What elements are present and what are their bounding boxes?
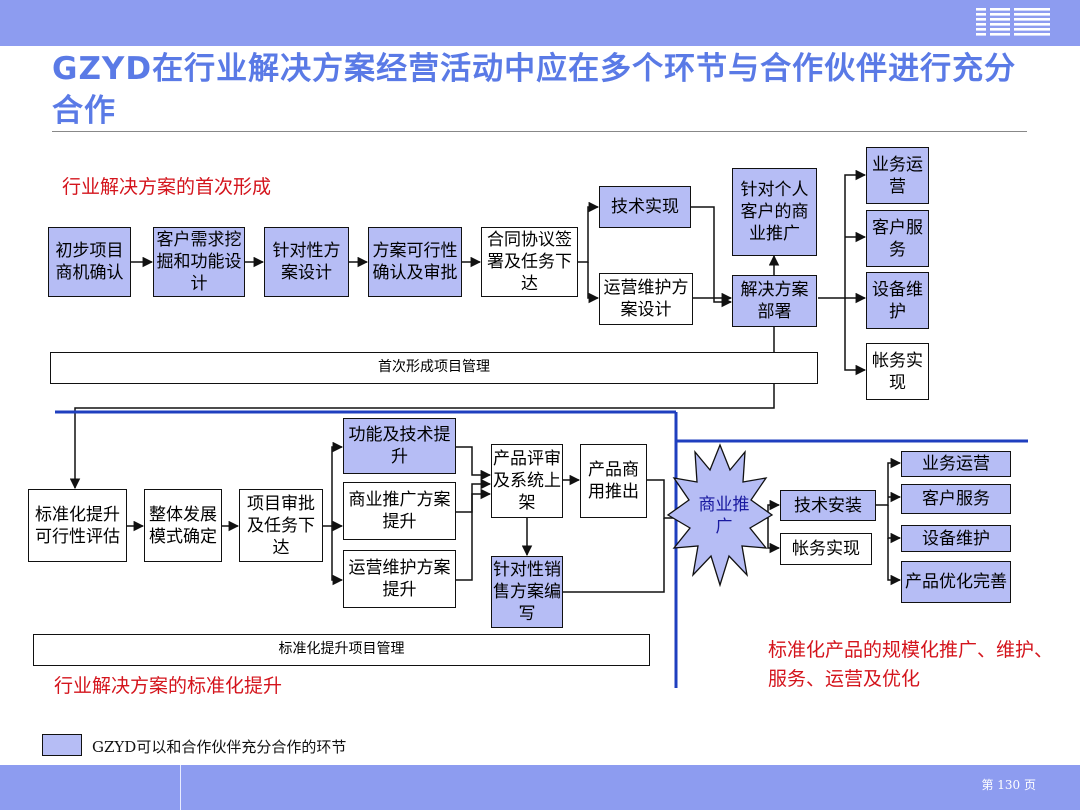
step-development-model: 整体发展模式确定 — [144, 489, 222, 562]
section1-label: 行业解决方案的首次形成 — [62, 176, 272, 198]
burst-label: 商业推广 — [698, 495, 750, 537]
outcome-equipment-maintenance: 设备维护 — [866, 272, 929, 329]
page-title: GZYD在行业解决方案经营活动中应在多个环节与合作伙伴进行充分合作 — [52, 51, 1017, 129]
outcome-customer-service: 客户服务 — [866, 210, 929, 267]
section3-caption: 标准化产品的规模化推广、维护、服务、运营及优化 — [768, 639, 1054, 690]
ibm-logo — [976, 6, 1050, 38]
upgrade-business-promo: 商业推广方案提升 — [343, 482, 456, 540]
legend-swatch — [42, 734, 82, 756]
outcome-business-ops: 业务运营 — [866, 147, 929, 204]
step-targeted-design: 针对性方案设计 — [264, 227, 349, 297]
section1-management-bar: 首次形成项目管理 — [50, 352, 818, 384]
s3-outcome-customer-service: 客户服务 — [901, 484, 1011, 514]
personal-promo-box: 针对个人客户的商业推广 — [732, 168, 817, 256]
step-project-approval: 项目审批及任务下达 — [239, 489, 323, 562]
bottom-bar — [0, 765, 1080, 810]
top-bar — [0, 0, 1080, 46]
step-contract-signing: 合同协议签署及任务下达 — [481, 227, 578, 297]
burst-shape — [666, 443, 774, 588]
step-requirement-mining: 客户需求挖掘和功能设计 — [153, 227, 245, 297]
page-number: 第 130 页 — [981, 778, 1036, 792]
upgrade-ops-plan: 运营维护方案提升 — [343, 550, 456, 608]
section2-label: 行业解决方案的标准化提升 — [54, 675, 283, 697]
tech-install-box: 技术安装 — [780, 490, 876, 521]
s3-outcome-business-ops: 业务运营 — [901, 451, 1011, 477]
tech-implementation-box: 技术实现 — [599, 186, 691, 228]
ops-design-box: 运营维护方案设计 — [599, 273, 693, 325]
upgrade-function-tech: 功能及技术提升 — [343, 418, 456, 474]
s3-outcome-product-optimization: 产品优化完善 — [901, 561, 1011, 603]
sales-plan-box: 针对性销售方案编写 — [491, 556, 563, 628]
title-divider — [52, 131, 1027, 132]
s3-outcome-equipment-maintenance: 设备维护 — [901, 525, 1011, 552]
product-review-box: 产品评审及系统上架 — [491, 444, 563, 518]
step-initial-opportunity: 初步项目商机确认 — [48, 227, 131, 297]
outcome-billing: 帐务实现 — [866, 343, 929, 400]
legend-label: GZYD可以和合作伙伴充分合作的环节 — [92, 738, 347, 756]
product-launch-box: 产品商用推出 — [580, 444, 647, 518]
step-standardization-feasibility: 标准化提升可行性评估 — [28, 489, 127, 562]
deploy-box: 解决方案部署 — [732, 275, 817, 327]
section2-management-bar: 标准化提升项目管理 — [33, 634, 650, 666]
billing-box: 帐务实现 — [780, 533, 872, 565]
step-feasibility-approval: 方案可行性确认及审批 — [368, 227, 462, 297]
footer-divider — [180, 765, 181, 810]
